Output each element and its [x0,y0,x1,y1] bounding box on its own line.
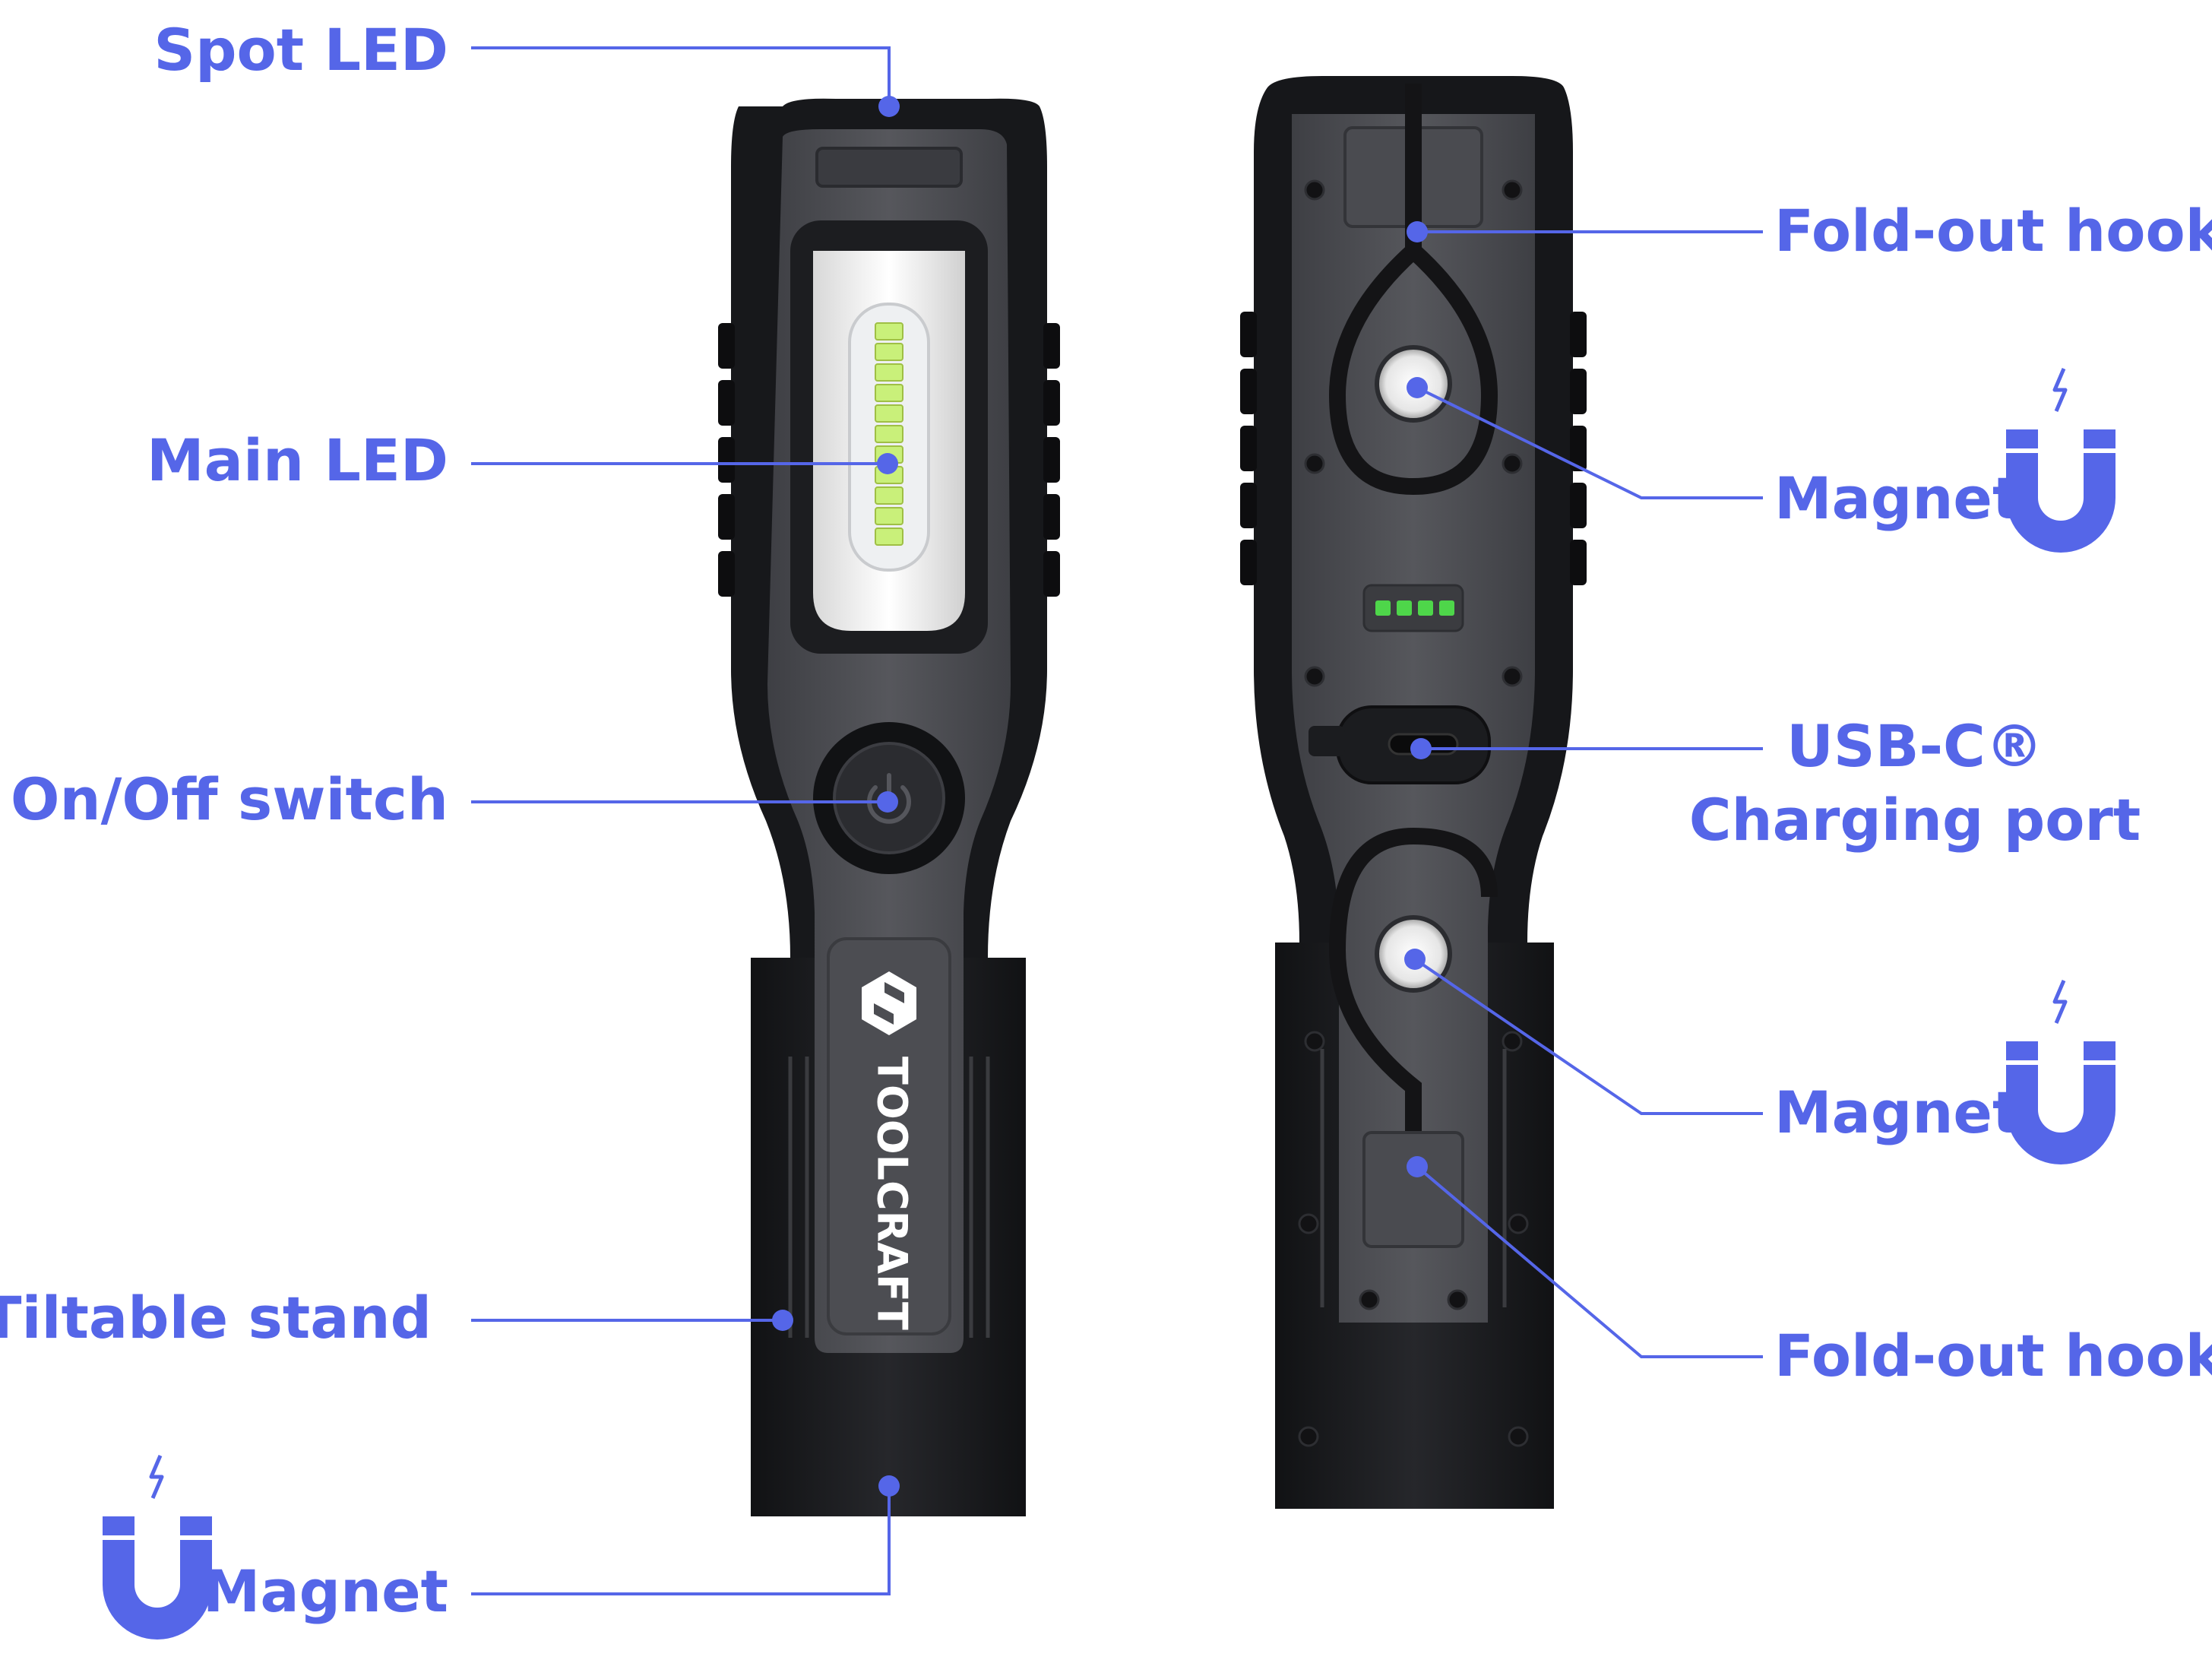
back-stand-lines [1320,1049,1507,1307]
leader-spot-led [471,46,891,106]
side-grips [718,323,1060,597]
label-usb-c-line1: USB-C® [1786,712,2043,780]
top-fold-out-hook[interactable] [1328,84,1498,496]
leader-magnet-bottom [471,1486,891,1595]
toolcraft-hexagon-logo-icon [862,971,916,1035]
brand-name: TOOLCRAFT [868,1057,916,1330]
label-fold-out-hook-bottom: Fold-out hook [1774,1322,2212,1389]
magnet-icon [2006,369,2115,553]
label-magnet-middle: Magnet [1774,1079,2020,1146]
label-fold-out-hook-top: Fold-out hook [1774,197,2212,265]
label-usb-c-line2: Charging port [1689,786,2141,854]
label-tiltable-stand: Tiltable stand [0,1284,432,1351]
bottom-hook-housing [1362,1131,1464,1248]
usb-c-tab [1309,726,1345,756]
label-magnet-top: Magnet [1774,464,2020,532]
magnet-icon [103,1456,212,1640]
back-side-grips [1240,312,1587,585]
stand-hinge-lines [788,1057,990,1338]
bottom-fold-out-hook[interactable] [1328,827,1498,1171]
label-main-led: Main LED [147,426,448,494]
brand-panel [827,937,951,1335]
callout-leader-lines [471,46,1763,1595]
charge-indicator-segments [1375,600,1454,616]
label-magnet-bottom: Magnet [203,1557,448,1625]
back-view-lamp [1240,76,1587,1509]
charge-indicator [1362,584,1464,632]
leader-magnet-top [1416,386,1763,499]
main-led-chips [875,322,903,546]
front-view-lamp: TOOLCRAFT [718,98,1060,1516]
back-screws [1298,179,1529,1447]
magnet-icon [2006,981,2115,1164]
spot-led-window [815,147,963,188]
label-spot-led: Spot LED [153,16,448,84]
label-on-off-switch: On/Off switch [11,765,448,833]
callout-dots [772,96,1432,1497]
leader-magnet-middle [1413,958,1763,1115]
leader-fold-out-hook-bottom [1416,1165,1763,1358]
